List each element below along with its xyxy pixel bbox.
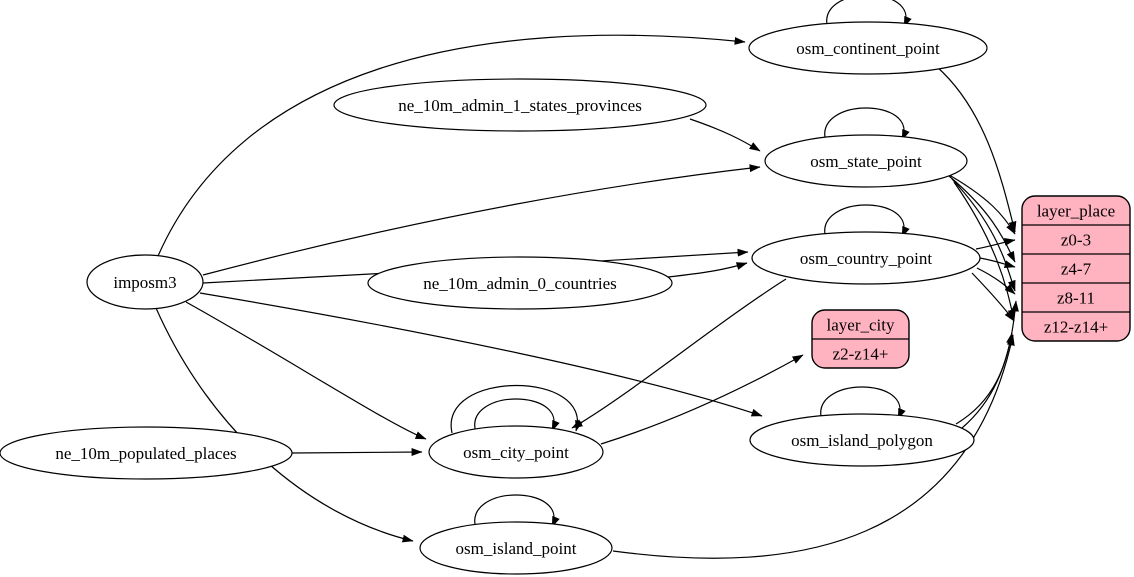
- ne_10m_admin_1_states_provinces-shape: [333, 78, 707, 132]
- edge-osm_city_point-osm_city_point-self: [474, 398, 560, 434]
- edge-osm_state_point-layer_place-z4-7: [948, 175, 1016, 263]
- osm_island_point-shape: [419, 521, 613, 575]
- edge-osm_country_point-osm_city_point: [571, 278, 787, 429]
- edge-ne_10m_admin_0_countries-osm_country_point: [667, 262, 748, 278]
- node-osm_country_point: osm_country_point: [751, 231, 981, 285]
- layer_place-row-layer_place: layer_place: [1037, 202, 1115, 221]
- edge-osm_city_point-layer_city-z2-z14+: [600, 354, 804, 445]
- osm_continent_point-label: osm_continent_point: [796, 39, 940, 58]
- osm_state_point-label: osm_state_point: [810, 152, 922, 171]
- edge-osm_island_polygon-layer_place-z12-z14+: [955, 332, 1014, 425]
- layer_city-row-z2-z14+: z2-z14+: [833, 345, 889, 364]
- node-layer_city: layer_city z2-z14+: [811, 309, 910, 369]
- edge-osm_country_point-layer_place-z8-11: [976, 267, 1016, 295]
- node-osm_island_point: osm_island_point: [419, 521, 613, 575]
- osm_island_point-label: osm_island_point: [456, 539, 577, 558]
- edge-imposm3-osm_city_point: [185, 301, 427, 440]
- edge-osm_state_point-osm_state_point-self: [824, 107, 910, 143]
- edge-osm_continent_point-layer_place-z0-3: [935, 65, 1017, 233]
- node-osm_city_point: osm_city_point: [428, 425, 604, 479]
- edge-imposm3-osm_island_point: [155, 307, 414, 543]
- edge-imposm3-osm_island_polygon: [199, 292, 763, 417]
- ne_10m_admin_1_states_provinces-label: ne_10m_admin_1_states_provinces: [398, 96, 642, 115]
- imposm3-label: imposm3: [113, 273, 176, 292]
- layer_place-row-z12-z14+: z12-z14+: [1044, 318, 1108, 337]
- nodes-layer: imposm3 ne_10m_admin_1_states_provincesne…: [0, 21, 1131, 575]
- osm_island_polygon-shape: [749, 413, 975, 467]
- osm_island_polygon-label: osm_island_polygon: [791, 431, 933, 450]
- edge-osm_island_polygon-osm_island_polygon-self: [820, 386, 906, 422]
- node-osm_continent_point: osm_continent_point: [748, 21, 988, 75]
- layer_place-row-z8-11: z8-11: [1057, 289, 1095, 308]
- node-imposm3: imposm3: [86, 254, 204, 310]
- edge-osm_state_point-layer_place-z0-3: [943, 171, 1016, 235]
- node-osm_state_point: osm_state_point: [764, 134, 968, 188]
- edge-imposm3-osm_state_point: [202, 164, 761, 276]
- edge-osm_country_point-layer_place-z0-3: [975, 237, 1016, 250]
- ne_10m_admin_0_countries-shape: [367, 256, 673, 310]
- node-ne_10m_admin_1_states_provinces: ne_10m_admin_1_states_provinces: [333, 78, 707, 132]
- node-layer_place: layer_place z0-3 z4-7 z8-11 z12-z14+: [1021, 195, 1131, 342]
- edge-osm_country_point-layer_place-z4-7: [979, 257, 1016, 269]
- osm_city_point-shape: [428, 425, 604, 479]
- osm_country_point-label: osm_country_point: [800, 249, 932, 268]
- ne_10m_populated_places-shape: [0, 426, 293, 480]
- node-osm_island_polygon: osm_island_polygon: [749, 413, 975, 467]
- node-ne_10m_populated_places: ne_10m_populated_places: [0, 426, 293, 480]
- node-ne_10m_admin_0_countries: ne_10m_admin_0_countries: [367, 256, 673, 310]
- edge-osm_country_point-osm_country_point-self: [824, 204, 910, 240]
- edge-imposm3-osm_continent_point: [157, 34, 746, 257]
- edge-osm_island_point-osm_island_point-self: [474, 494, 560, 530]
- layer_place-row-z0-3: z0-3: [1061, 231, 1091, 250]
- osm_continent_point-shape: [748, 21, 988, 75]
- osm_city_point-label: osm_city_point: [463, 443, 569, 462]
- edge-osm_country_point-layer_place-z12-z14+: [971, 272, 1015, 322]
- ne_10m_admin_0_countries-label: ne_10m_admin_0_countries: [423, 274, 617, 293]
- edge-ne_10m_populated_places-osm_city_point: [291, 448, 423, 456]
- osm_state_point-shape: [764, 134, 968, 188]
- imposm3-shape: [86, 254, 204, 310]
- edge-osm_state_point-layer_place-z8-11: [951, 178, 1016, 292]
- osm_country_point-shape: [751, 231, 981, 285]
- layer_city-row-layer_city: layer_city: [827, 316, 895, 335]
- layer_place-row-z4-7: z4-7: [1061, 260, 1092, 279]
- layer_place-shape: [1021, 195, 1131, 342]
- ne_10m_populated_places-label: ne_10m_populated_places: [55, 444, 236, 463]
- edge-ne_10m_admin_1_states_provinces-osm_state_point: [689, 118, 761, 152]
- edge-osm_city_point-osm_city_point-outer: [450, 385, 583, 434]
- edge-osm_island_point-layer_place-z12-z14+: [612, 334, 1015, 559]
- edge-osm_continent_point-osm_continent_point-self: [826, 0, 912, 30]
